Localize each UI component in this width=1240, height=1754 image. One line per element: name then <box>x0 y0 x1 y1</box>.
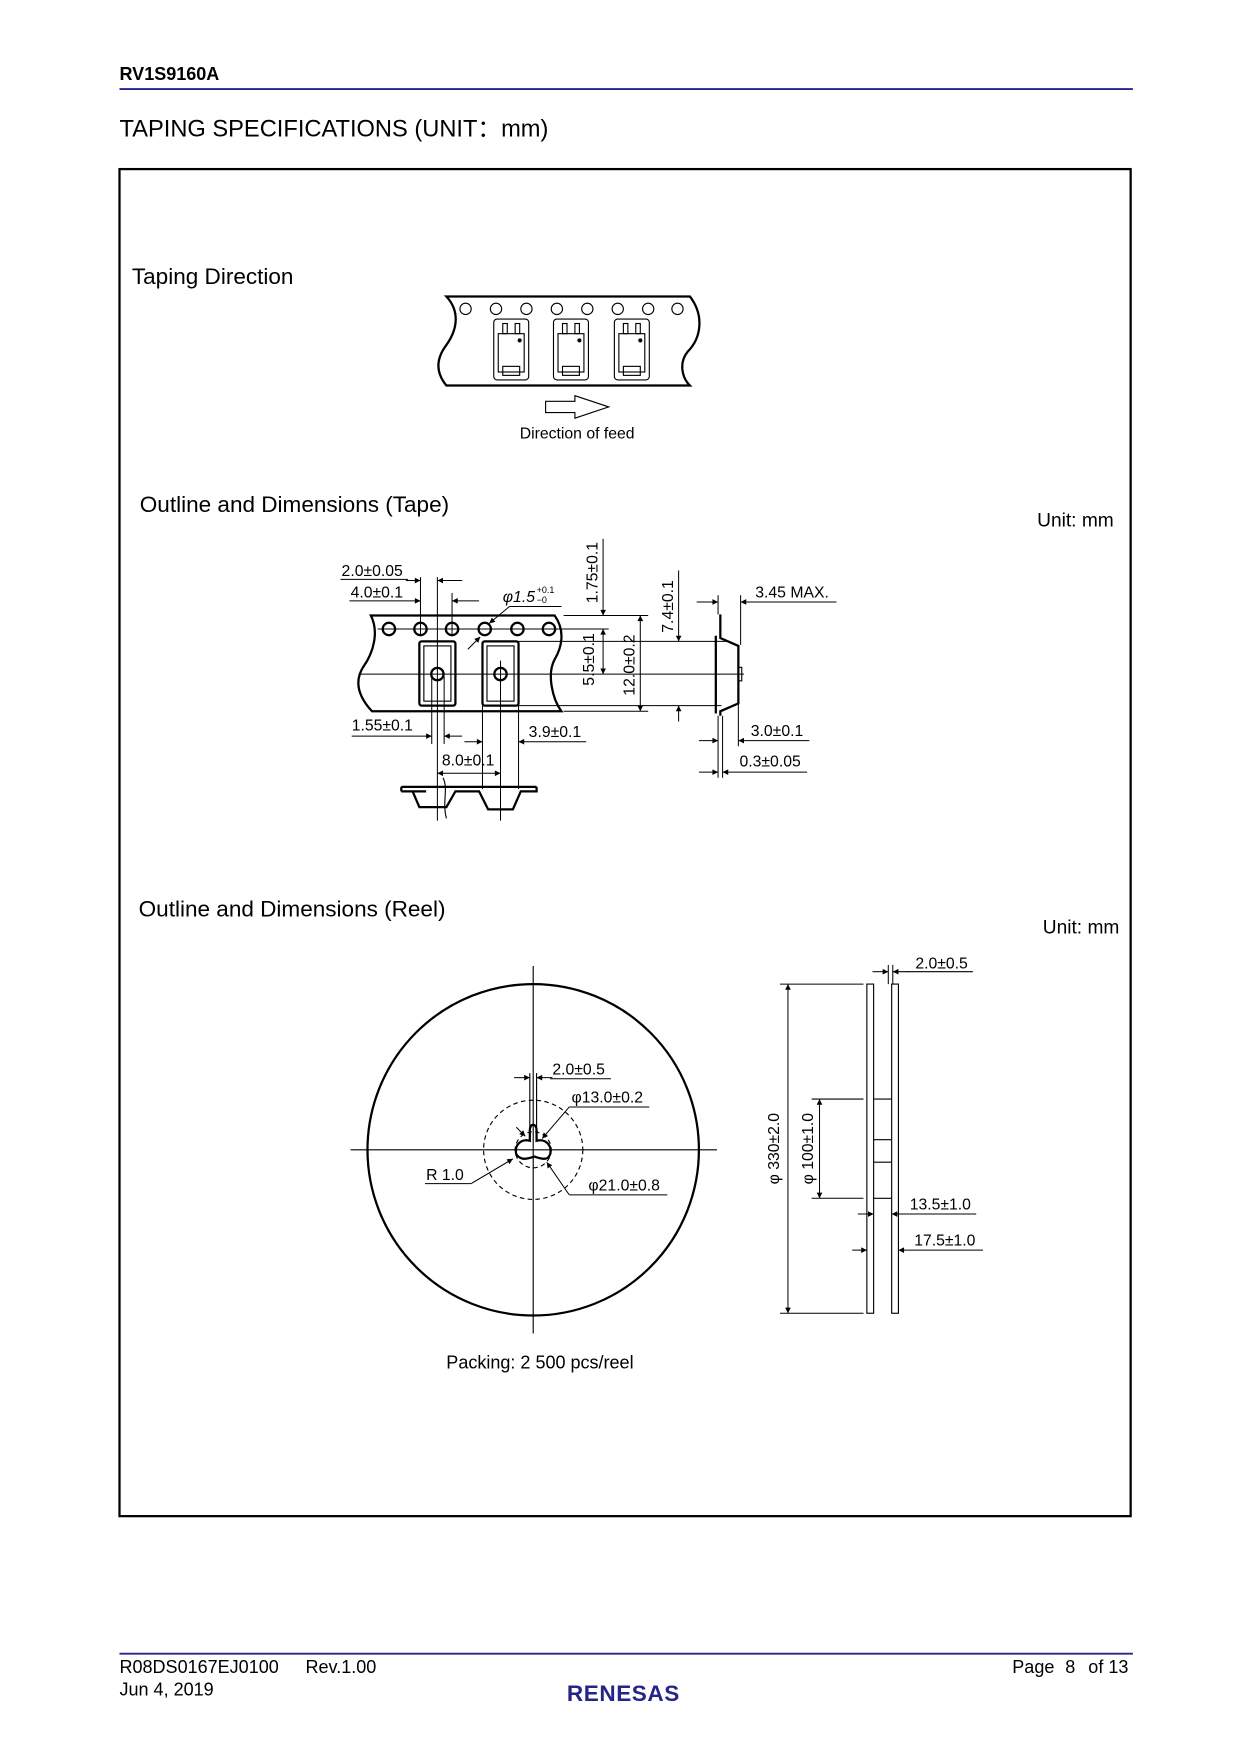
feed-arrow-icon <box>545 394 611 419</box>
tape-outline-heading: Outline and Dimensions (Tape) <box>140 492 449 517</box>
footer-revision: Rev.1.00 <box>305 1657 376 1677</box>
dim-tape-width: 12.0±0.2 <box>622 634 639 695</box>
tape-outline-section: Outline and Dimensions (Tape) Unit: mm <box>140 492 1114 821</box>
dim-thickness-max: 3.45 MAX. <box>755 584 829 601</box>
dim-pocket-depth: 3.0±0.1 <box>751 723 804 740</box>
reel-side-view <box>780 964 983 1314</box>
dim-reel-diameter: φ 330±2.0 <box>766 1113 783 1185</box>
taping-direction-section: Taping Direction <box>132 264 701 443</box>
sprocket-holes <box>459 302 684 316</box>
footer-page-total: of 13 <box>1088 1657 1128 1677</box>
document-id: RV1S9160A <box>120 64 220 84</box>
dim-hole-to-pocket: 2.0±0.05 <box>342 563 403 580</box>
tape-pockets <box>418 640 520 707</box>
dim-flange-thickness: 2.0±0.5 <box>915 955 968 972</box>
footer-page-number: 8 <box>1065 1657 1075 1677</box>
footer-date: Jun 4, 2019 <box>120 1679 214 1699</box>
carrier-tape <box>357 614 564 713</box>
footer-doc-number: R08DS0167EJ0100 <box>120 1657 279 1677</box>
tape-strip <box>437 295 701 387</box>
dim-pocket-pitch: 8.0±0.1 <box>442 752 495 769</box>
dim-hole-pitch: 4.0±0.1 <box>351 584 404 601</box>
packing-quantity: Packing: 2 500 pcs/reel <box>446 1352 633 1372</box>
dim-hole-diameter: φ1.5 <box>503 589 535 606</box>
dim-hub-outer: φ21.0±0.8 <box>588 1177 660 1194</box>
dim-pocket-length: 7.4±0.1 <box>660 580 677 632</box>
reel-outline-heading: Outline and Dimensions (Reel) <box>139 896 446 921</box>
dim-hub-inner: φ13.0±0.2 <box>572 1089 643 1106</box>
dim-pocket-width: 3.9±0.1 <box>529 724 582 741</box>
dim-outer-width: 17.5±1.0 <box>914 1233 975 1250</box>
taping-direction-heading: Taping Direction <box>132 264 294 289</box>
dim-edge-to-hole: 1.75±0.1 <box>584 542 601 603</box>
dim-inner-width: 13.5±1.0 <box>910 1197 971 1214</box>
renesas-logo: RENESAS <box>567 1681 680 1706</box>
dim-radius: R 1.0 <box>426 1167 464 1184</box>
dim-hub-diameter: φ 100±1.0 <box>800 1113 817 1185</box>
dim-slot-width: 2.0±0.5 <box>552 1061 605 1078</box>
dim-hole-tol-plus: +0.1 <box>537 585 555 595</box>
reel-outline-section: Outline and Dimensions (Reel) Unit: mm 2… <box>139 896 1120 1372</box>
dim-hole-tol-minus: −0 <box>537 595 547 605</box>
packaged-components <box>493 318 650 381</box>
reel-unit-label: Unit: mm <box>1043 917 1120 938</box>
tape-dimension-labels: 2.0±0.05 4.0±0.1 φ1.5 +0.1 −0 1.75±0.1 5… <box>342 542 829 771</box>
figure-frame <box>118 167 1132 1518</box>
dim-hole-to-center: 5.5±0.1 <box>581 633 598 685</box>
dim-tape-thickness: 0.3±0.05 <box>739 754 800 771</box>
page-title: TAPING SPECIFICATIONS (UNIT：mm) <box>120 116 549 142</box>
footer-page-label: Page <box>1012 1657 1054 1677</box>
tape-unit-label: Unit: mm <box>1037 510 1114 531</box>
hub-outer-circle <box>483 1099 584 1200</box>
tape-dimension-lines <box>340 538 837 821</box>
dim-pocket-hole: 1.55±0.1 <box>352 717 413 734</box>
feed-direction-label: Direction of feed <box>520 426 635 443</box>
